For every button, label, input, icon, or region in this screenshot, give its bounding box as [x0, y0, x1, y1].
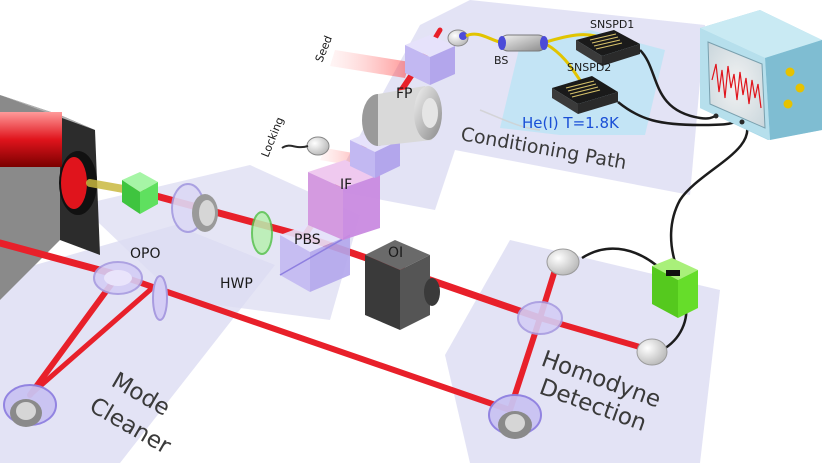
snspd2-label: SNSPD2: [567, 61, 611, 74]
differential-amplifier: [652, 258, 698, 318]
homodyne-mirror: [488, 394, 542, 439]
seed-cube: [405, 35, 455, 85]
if-label: IF: [340, 177, 352, 193]
seed-label: Seed: [313, 34, 335, 64]
fiber-coupler: [447, 29, 469, 47]
mode-cleaner-mirror-2: [152, 275, 168, 321]
opo-mirror: [171, 183, 218, 233]
mode-cleaner-mirror-3: [3, 384, 57, 427]
opo-crystal: [122, 172, 158, 214]
cryostat-label: He(I) T=1.8K: [522, 114, 620, 132]
snspd1-detector: [576, 30, 640, 66]
locking-label: Locking: [259, 115, 287, 159]
reflection-cables: [479, 109, 541, 131]
mode-cleaner-mirror-1: [93, 261, 143, 295]
hwp-label: HWP: [220, 276, 253, 292]
oi-label: OI: [388, 245, 403, 261]
photodiode-top-icon: [546, 248, 580, 276]
opo-label: OPO: [130, 246, 160, 262]
snspd1-label: SNSPD1: [590, 18, 634, 31]
optical-isolator: [365, 240, 440, 330]
snspd2-detector: [552, 76, 618, 114]
hwp-plate: [251, 211, 273, 255]
photodiode-right-icon: [636, 338, 668, 366]
fiber-beam-splitter: [498, 34, 548, 52]
bs-label: BS: [494, 54, 508, 67]
pbs-label: PBS: [294, 232, 321, 248]
locking-detector-icon: [281, 136, 330, 156]
homodyne-beam-splitter: [517, 301, 563, 335]
fp-label: FP: [396, 86, 413, 102]
if-filter: [308, 160, 380, 240]
oscilloscope-trace: [711, 63, 762, 109]
seed-beam: [330, 50, 410, 78]
oscilloscope: [700, 10, 822, 140]
fp-cavity: [362, 86, 442, 146]
